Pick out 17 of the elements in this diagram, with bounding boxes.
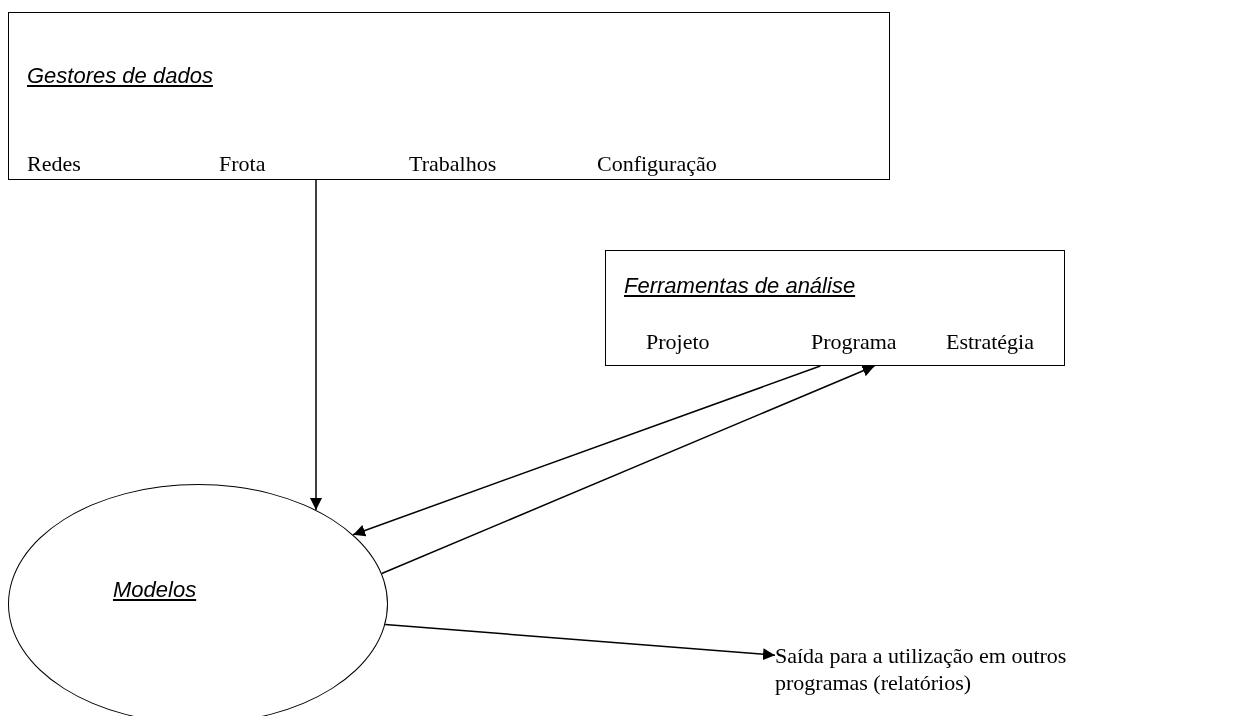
item-label: Estratégia — [946, 329, 1034, 355]
item-label: Redes — [27, 151, 81, 177]
module-box — [605, 250, 1065, 366]
heading: Modelos — [113, 577, 197, 603]
arrow — [381, 365, 876, 575]
item-label: Configuração — [597, 151, 717, 177]
arrow — [384, 623, 776, 661]
arrow — [310, 179, 322, 511]
module-box — [8, 12, 890, 180]
heading: Ferramentas de análise — [624, 273, 856, 299]
item-label: Projeto — [646, 329, 710, 355]
heading: Gestores de dados — [27, 63, 213, 89]
item-label: Frota — [219, 151, 266, 177]
item-label: Programa — [811, 329, 897, 355]
arrow — [352, 365, 822, 537]
item-label: Trabalhos — [409, 151, 497, 177]
output-note: Saída para a utilização em outros programas (relatórios) — [775, 642, 1085, 696]
